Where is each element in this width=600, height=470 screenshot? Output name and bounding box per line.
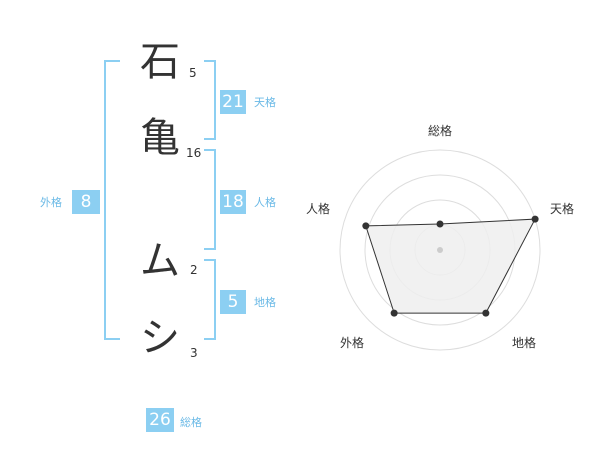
stroke-count-4: 3 [190,346,198,360]
radar-axis-label-jinkaku: 人格 [306,201,330,216]
radar-point [531,215,539,223]
stroke-count-3: 2 [190,263,198,277]
radar-point [390,309,398,317]
gaikaku-label: 外格 [40,196,62,209]
soukaku-label: 総格 [180,416,202,429]
chikaku-label: 地格 [254,296,276,309]
soukaku-value: 26 [146,408,174,432]
radar-point [362,222,370,230]
name-char-3: ム [140,238,180,284]
radar-axis-label-soukaku: 総格 [428,123,452,138]
gaikaku-value: 8 [72,190,100,214]
stroke-count-1: 5 [189,66,197,80]
jinkaku-value: 18 [220,190,246,214]
radar-axis-label-tenkaku: 天格 [550,201,574,216]
chikaku-value: 5 [220,290,246,314]
tenkaku-value: 21 [220,90,246,114]
radar-ring [339,149,541,351]
tenkaku-label: 天格 [254,96,276,109]
radar-polygon [365,218,536,314]
radar-center-dot [437,247,443,253]
radar-point [482,309,490,317]
name-char-1: 石 [140,39,180,85]
stroke-count-2: 16 [186,146,202,160]
jinkaku-label: 人格 [254,196,276,209]
radar-axis-label-chikaku: 地格 [512,335,536,350]
name-char-4: シ [140,315,180,361]
radar-points [362,215,539,317]
radar-point [436,220,444,228]
radar-axis-label-gaikaku: 外格 [340,335,364,350]
name-char-2: 亀 [140,115,180,161]
